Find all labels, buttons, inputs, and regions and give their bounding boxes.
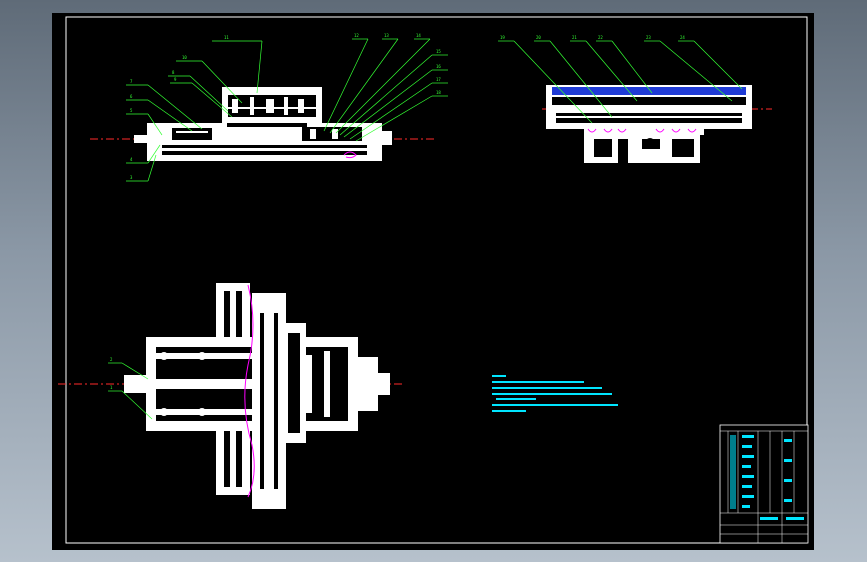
front-view: 11 10 8 9 7 6 5 4 3 12 13 14 15 16 17 18 (90, 33, 448, 182)
side-view: 19 20 21 22 23 24 (498, 35, 772, 163)
callout-17: 17 (436, 77, 441, 82)
technical-notes (492, 375, 618, 412)
callout-4: 4 (130, 157, 133, 162)
callout-21: 21 (572, 35, 577, 40)
callout-12: 12 (354, 33, 359, 38)
callout-2: 2 (110, 357, 113, 362)
callout-16: 16 (436, 64, 441, 69)
plan-input-shaft (124, 375, 148, 393)
callout-3: 3 (130, 175, 133, 180)
callout-20: 20 (536, 35, 541, 40)
cad-drawing-viewport[interactable]: 11 10 8 9 7 6 5 4 3 12 13 14 15 16 17 18 (52, 13, 814, 550)
callout-13: 13 (384, 33, 389, 38)
callout-5: 5 (130, 108, 133, 113)
input-shaft (134, 135, 148, 143)
callout-24: 24 (680, 35, 685, 40)
cad-drawing-sheet: 11 10 8 9 7 6 5 4 3 12 13 14 15 16 17 18 (58, 16, 809, 544)
callout-1: 1 (110, 385, 113, 390)
sheet-frame (65, 16, 808, 544)
callout-14: 14 (416, 33, 421, 38)
table-top-plate (552, 87, 746, 95)
plan-break-line (244, 284, 255, 498)
callout-8: 8 (172, 70, 175, 75)
break-line (343, 151, 357, 159)
front-view-callouts: 11 10 8 9 7 6 5 4 3 12 13 14 15 16 17 18 (126, 33, 448, 182)
gear-hub (348, 357, 378, 411)
callout-18: 18 (436, 90, 441, 95)
side-view-callouts: 19 20 21 22 23 24 (498, 35, 743, 124)
callout-6: 6 (130, 94, 133, 99)
callout-15: 15 (436, 49, 441, 54)
callout-9: 9 (174, 77, 177, 82)
callout-7: 7 (130, 79, 133, 84)
title-block (719, 424, 809, 544)
callout-23: 23 (646, 35, 651, 40)
plan-view: 2 1 (58, 283, 402, 509)
plan-view-callouts: 2 1 (108, 357, 153, 420)
callout-10: 10 (182, 55, 187, 60)
callout-19: 19 (500, 35, 505, 40)
callout-11: 11 (224, 35, 229, 40)
callout-22: 22 (598, 35, 603, 40)
